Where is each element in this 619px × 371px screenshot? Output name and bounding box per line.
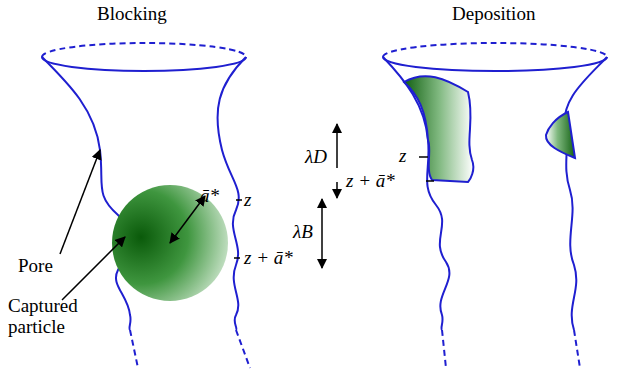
position-label: z bbox=[399, 146, 406, 167]
captured-particle bbox=[112, 185, 228, 301]
panel-title: Deposition bbox=[452, 4, 535, 25]
position-label: z bbox=[244, 190, 251, 211]
position-label: z + ā* bbox=[346, 171, 395, 192]
panel-title: Blocking bbox=[97, 4, 167, 25]
length-label: λB bbox=[293, 222, 313, 243]
pore-label: Pore bbox=[18, 256, 53, 277]
deposit bbox=[546, 112, 575, 158]
position-label: z + ā* bbox=[244, 248, 293, 269]
radius-label: ā* bbox=[200, 186, 219, 207]
deposit bbox=[404, 76, 473, 182]
particle-label: Captured particle bbox=[8, 296, 98, 338]
length-label: λD bbox=[305, 147, 327, 168]
